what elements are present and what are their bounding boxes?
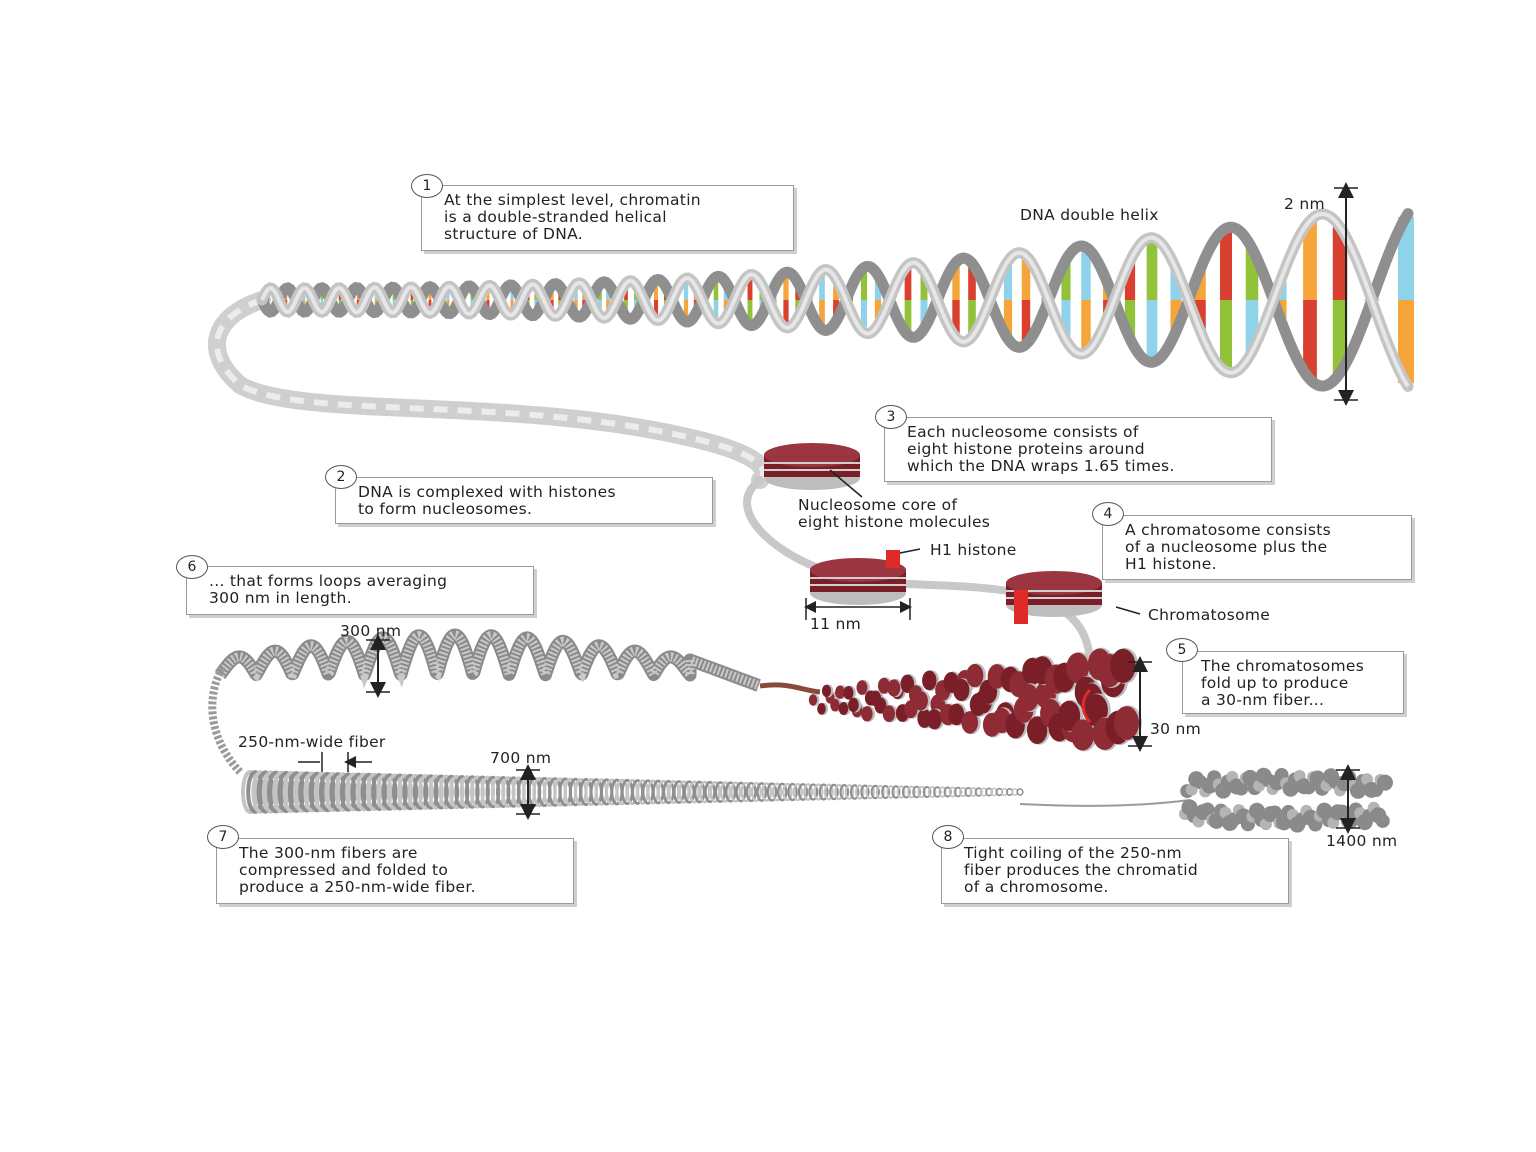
label-700nm: 700 nm bbox=[490, 749, 552, 767]
step-2-number: 2 bbox=[325, 465, 357, 489]
step-7-box: The 300-nm fibers are compressed and fol… bbox=[216, 838, 574, 904]
label-2nm: 2 nm bbox=[1284, 195, 1325, 213]
pointer-h1 bbox=[899, 548, 921, 554]
nucleosome-middle bbox=[810, 550, 906, 605]
step-2-box: DNA is complexed with histones to form n… bbox=[335, 477, 713, 524]
two-fifty-nm-fiber bbox=[241, 770, 1191, 814]
step-3-number: 3 bbox=[875, 405, 907, 429]
label-250nm-fiber: 250-nm-wide fiber bbox=[238, 733, 386, 751]
chromatosome-shape bbox=[1006, 571, 1102, 624]
dna-strand-tube bbox=[207, 291, 773, 489]
pointer-chromatosome bbox=[1115, 606, 1141, 615]
step-5-box: The chromatosomes fold up to produce a 3… bbox=[1182, 651, 1404, 714]
label-dna-double-helix: DNA double helix bbox=[1020, 206, 1159, 224]
step-1-box: At the simplest level, chromatin is a do… bbox=[421, 185, 794, 251]
label-chromatosome: Chromatosome bbox=[1148, 606, 1271, 624]
label-30nm: 30 nm bbox=[1150, 720, 1202, 738]
step-4-box: A chromatosome consists of a nucleosome … bbox=[1102, 515, 1412, 580]
step-6-box: ... that forms loops averaging 300 nm in… bbox=[186, 566, 534, 615]
step-3-box: Each nucleosome consists of eight histon… bbox=[884, 417, 1272, 482]
dna-double-helix bbox=[256, 208, 1414, 392]
chromatid bbox=[1179, 767, 1393, 833]
step-4-number: 4 bbox=[1092, 502, 1124, 526]
label-1400nm: 1400 nm bbox=[1326, 832, 1398, 850]
step-6-number: 6 bbox=[176, 555, 208, 579]
pointer-nucleosome-core bbox=[829, 469, 863, 498]
nucleosome-top bbox=[764, 443, 860, 490]
label-nucleosome-core: Nucleosome core of eight histone molecul… bbox=[798, 496, 991, 531]
thirty-nm-fiber bbox=[759, 647, 1142, 752]
step-8-number: 8 bbox=[932, 825, 964, 849]
three-hundred-nm-loops bbox=[208, 628, 764, 775]
label-300nm: 300 nm bbox=[340, 622, 402, 640]
label-11nm: 11 nm bbox=[810, 615, 862, 633]
dna-strand-tube-highlight bbox=[213, 297, 767, 483]
linker-dna bbox=[743, 476, 1094, 669]
step-7-number: 7 bbox=[207, 825, 239, 849]
step-1-number: 1 bbox=[411, 174, 443, 198]
step-5-number: 5 bbox=[1166, 638, 1198, 662]
label-h1-histone: H1 histone bbox=[930, 541, 1017, 559]
step-8-box: Tight coiling of the 250-nm fiber produc… bbox=[941, 838, 1289, 904]
